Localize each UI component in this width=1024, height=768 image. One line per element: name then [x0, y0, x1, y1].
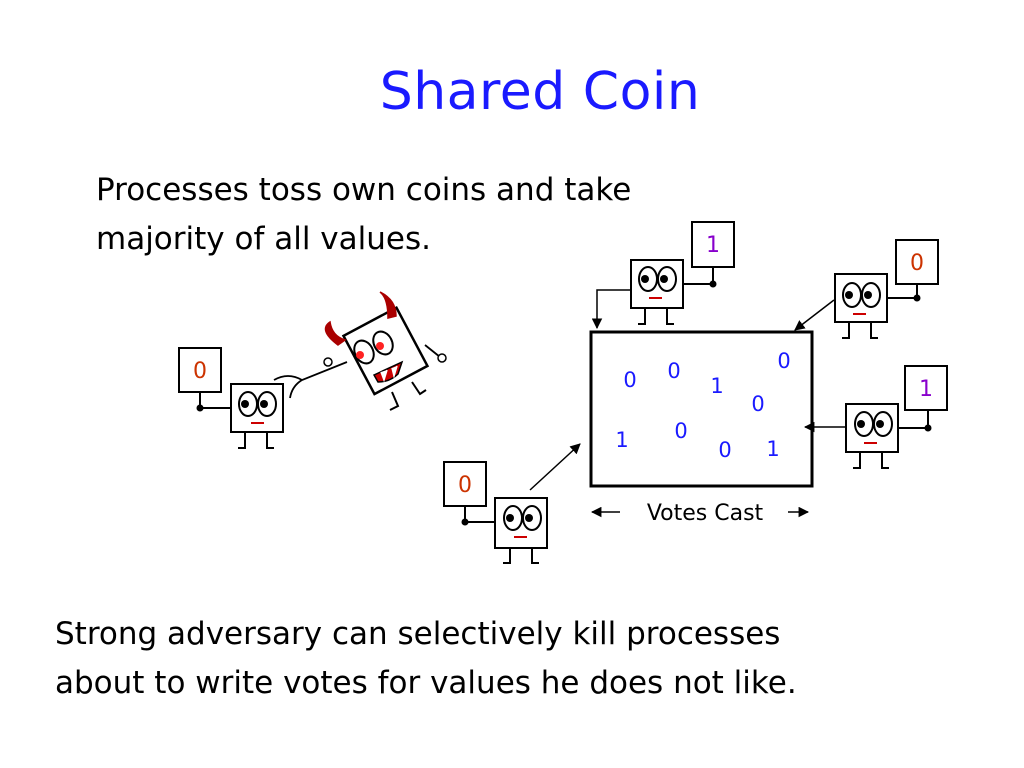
vote-sign-value: 0 [458, 473, 472, 498]
vote-value: 1 [710, 374, 723, 398]
vote-value: 0 [777, 349, 790, 373]
votes-cast-caption: Votes Cast [647, 501, 764, 526]
vote-sign [895, 239, 939, 285]
vote-value: 1 [766, 437, 779, 461]
footer-line-2: about to write votes for values he does … [55, 665, 797, 701]
vote-sign-value: 0 [193, 359, 207, 384]
footer-text: Strong adversary can selectively kill pr… [55, 610, 1015, 708]
process-top: 1 [591, 221, 735, 330]
footer-line-1: Strong adversary can selectively kill pr… [55, 616, 781, 652]
vote-value: 0 [718, 438, 731, 462]
vote-sign [691, 221, 735, 268]
vote-sign [178, 347, 222, 393]
vote-sign [443, 461, 487, 507]
vote-sign-value: 0 [910, 251, 924, 276]
votes-box [589, 330, 814, 488]
vote-value: 0 [751, 392, 764, 416]
vote-sign-value: 1 [919, 377, 933, 402]
intro-text: Processes toss own coins and take majori… [96, 166, 756, 264]
vote-value: 0 [674, 419, 687, 443]
vote-value: 1 [615, 428, 628, 452]
process-top-right: 0 [794, 239, 939, 339]
intro-line-2: majority of all values. [96, 221, 431, 257]
vote-sign-value: 1 [706, 233, 720, 258]
vote-value: 0 [623, 368, 636, 392]
slide-title: Shared Coin [379, 62, 701, 122]
intro-line-1: Processes toss own coins and take [96, 172, 632, 208]
process-left: 0 [178, 347, 284, 449]
adversary-devil [273, 291, 447, 411]
process-right: 1 [803, 365, 948, 469]
vote-sign [904, 365, 948, 411]
vote-value: 0 [667, 359, 680, 383]
process-bottom: 0 [443, 443, 581, 564]
